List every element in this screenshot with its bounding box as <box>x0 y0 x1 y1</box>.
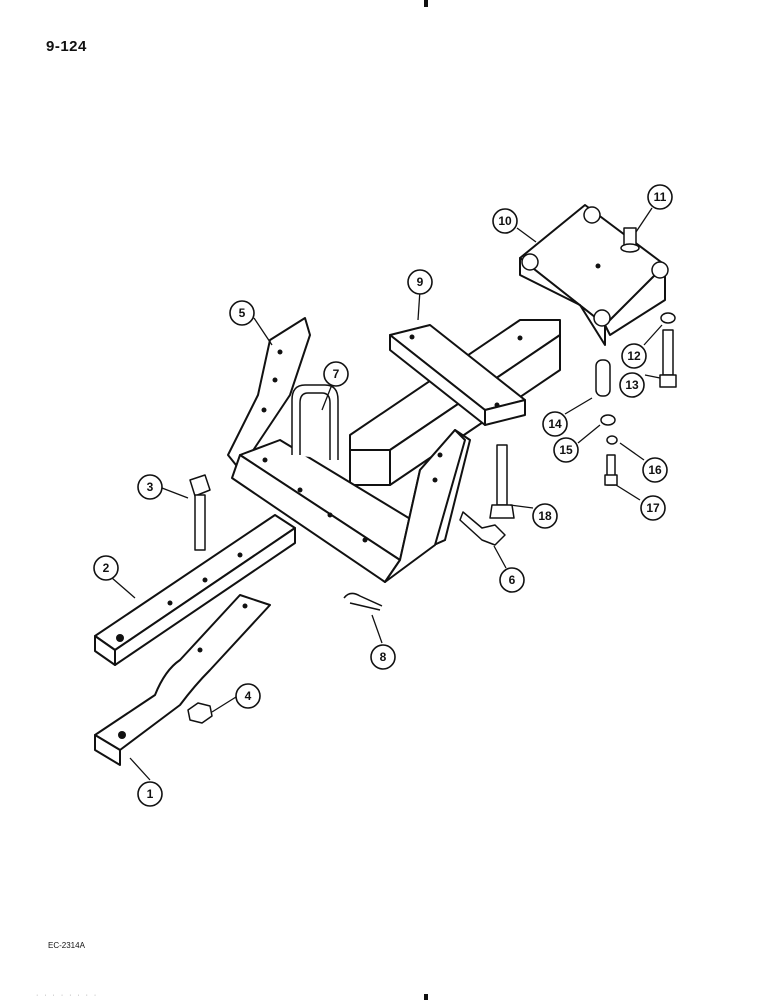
callout-2: 2 <box>93 555 119 581</box>
svg-text:5: 5 <box>239 306 246 320</box>
part-4-nut <box>187 702 213 724</box>
figure-code: EC-2314A <box>48 941 85 950</box>
callout-3: 3 <box>137 474 163 500</box>
part-1-link-plate <box>94 594 271 766</box>
part-3-bolt <box>189 474 211 551</box>
svg-text:7: 7 <box>333 367 340 381</box>
svg-text:6: 6 <box>509 573 516 587</box>
part-7-u-bolt <box>291 384 339 460</box>
callout-1: 1 <box>137 781 163 807</box>
part-14-pin <box>595 359 611 397</box>
part-8-clip-pin <box>343 592 383 611</box>
part-18-bolt <box>489 444 515 519</box>
part-10-housing <box>519 204 669 346</box>
leader-lines <box>111 207 663 781</box>
footer-text: · · · · · · · · <box>36 992 99 999</box>
callout-13: 13 <box>619 372 645 398</box>
page-edge-mark-bottom <box>424 994 428 1000</box>
svg-text:1: 1 <box>147 787 154 801</box>
callout-4: 4 <box>235 683 261 709</box>
svg-text:14: 14 <box>548 417 562 431</box>
part-12-washer <box>660 312 676 324</box>
callout-17: 17 <box>640 495 666 521</box>
svg-text:15: 15 <box>559 443 573 457</box>
page-number: 9-124 <box>46 38 87 55</box>
part-16-lock-washer <box>606 435 618 445</box>
callout-16: 16 <box>642 457 668 483</box>
svg-text:11: 11 <box>654 190 667 204</box>
svg-text:17: 17 <box>646 501 660 515</box>
svg-text:8: 8 <box>380 650 387 664</box>
page-edge-mark-top <box>424 0 428 7</box>
part-6-bolt <box>459 511 506 546</box>
part-15-washer <box>600 414 616 426</box>
part-17-bolt <box>604 454 618 486</box>
callout-7: 7 <box>323 361 349 387</box>
callout-10: 10 <box>492 208 518 234</box>
callout-6: 6 <box>499 567 525 593</box>
svg-text:4: 4 <box>245 689 252 703</box>
part-13-bolt <box>659 329 677 388</box>
svg-text:16: 16 <box>648 463 662 477</box>
callout-9: 9 <box>407 269 433 295</box>
svg-text:10: 10 <box>498 214 512 228</box>
svg-text:18: 18 <box>538 509 552 523</box>
svg-text:12: 12 <box>627 349 641 363</box>
part-2-bar <box>94 514 296 666</box>
callout-11: 11 <box>647 184 673 210</box>
svg-text:9: 9 <box>417 275 424 289</box>
svg-text:2: 2 <box>103 561 110 575</box>
callout-14: 14 <box>542 411 568 437</box>
part-5-bracket <box>227 317 471 583</box>
svg-text:13: 13 <box>625 378 639 392</box>
svg-text:3: 3 <box>147 480 154 494</box>
callout-18: 18 <box>532 503 558 529</box>
callout-12: 12 <box>621 343 647 369</box>
callout-8: 8 <box>370 644 396 670</box>
callout-15: 15 <box>553 437 579 463</box>
callout-5: 5 <box>229 300 255 326</box>
part-9-beam-assembly <box>349 319 561 486</box>
